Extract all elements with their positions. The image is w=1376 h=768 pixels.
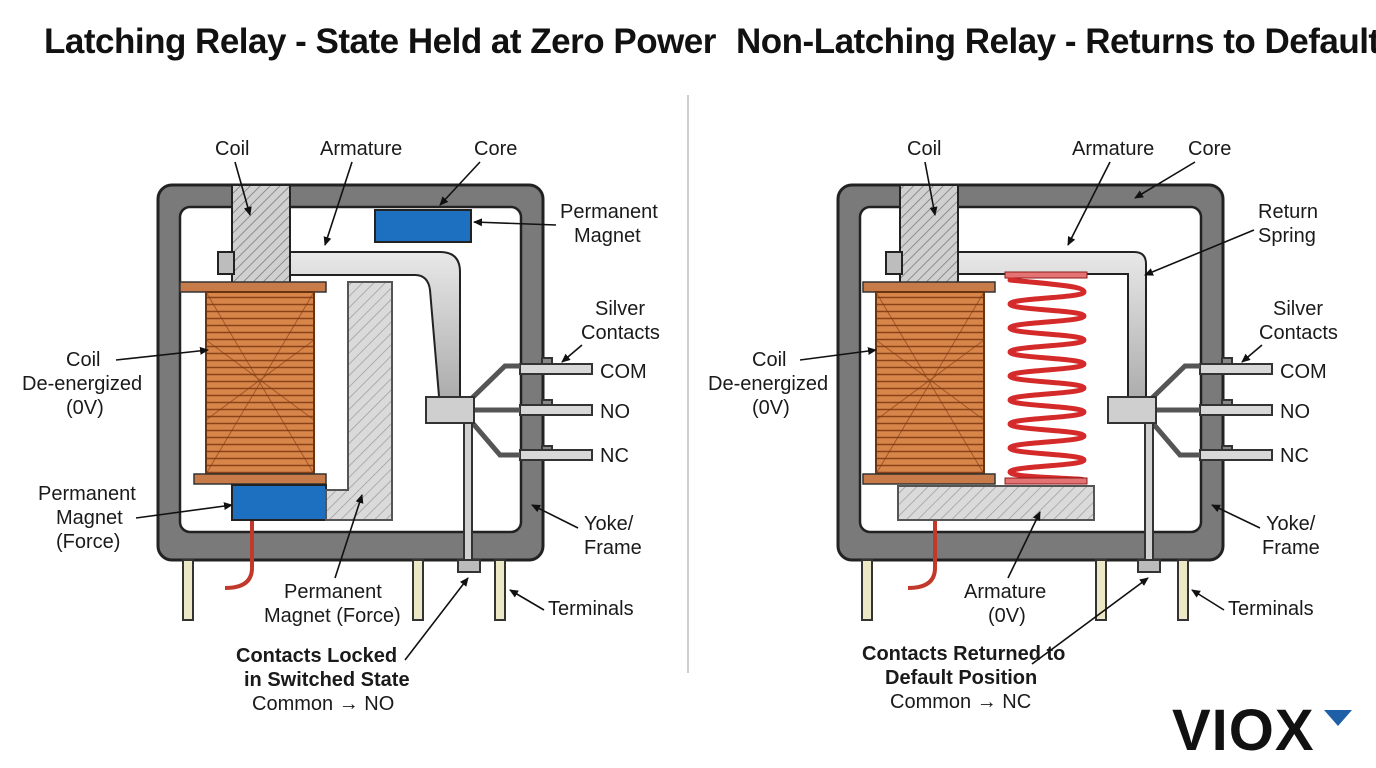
- right-label-return-1: Return: [1258, 201, 1318, 223]
- viox-logo: VIOX: [1172, 698, 1358, 763]
- left-status-1: Contacts Locked: [236, 645, 397, 667]
- left-core: [231, 184, 291, 286]
- right-diagram-title: Non-Latching Relay - Returns to Default: [736, 22, 1376, 61]
- left-diagram-title: Latching Relay - State Held at Zero Powe…: [44, 22, 716, 61]
- left-terminals: [182, 559, 506, 621]
- left-label-yoke-1: Yoke/: [584, 513, 634, 535]
- right-silver-contacts: [1107, 357, 1273, 561]
- left-core-tab: [217, 251, 235, 275]
- right-bottom-armature: [897, 485, 1095, 521]
- right-label-nc: NC: [1280, 445, 1309, 467]
- right-label-silver-1: Silver: [1273, 298, 1323, 320]
- viox-logo-text: VIOX: [1172, 702, 1315, 758]
- left-label-pm-force-b2: Magnet (Force): [264, 605, 401, 627]
- left-label-pm-2: Magnet: [574, 225, 641, 247]
- right-label-com: COM: [1280, 361, 1327, 383]
- right-label-coil-state-1: Coil: [752, 349, 786, 371]
- right-label-coil: Coil: [907, 138, 941, 160]
- right-label-core: Core: [1188, 138, 1231, 160]
- left-label-pm-force-1: Permanent: [38, 483, 136, 505]
- right-status-2: Default Position: [885, 667, 1037, 689]
- left-coil: [179, 281, 327, 485]
- left-silver-contacts: [425, 357, 593, 561]
- right-label-yoke-2: Frame: [1262, 537, 1320, 559]
- right-label-yoke-1: Yoke/: [1266, 513, 1316, 535]
- right-status-1: Contacts Returned to: [862, 643, 1065, 665]
- right-label-armature-b1: Armature: [964, 581, 1046, 603]
- left-label-silver-2: Contacts: [581, 322, 660, 344]
- left-permanent-magnet-bottom: [231, 484, 327, 521]
- right-core: [899, 184, 959, 286]
- left-label-com: COM: [600, 361, 647, 383]
- right-armature: [957, 251, 1147, 411]
- left-status-3: Common → NO: [252, 693, 394, 715]
- left-label-core: Core: [474, 138, 517, 160]
- right-terminals: [861, 559, 1189, 621]
- left-label-nc: NC: [600, 445, 629, 467]
- left-label-yoke-2: Frame: [584, 537, 642, 559]
- left-label-coil-state-3: (0V): [66, 397, 104, 419]
- left-label-coil-state-2: De-energized: [22, 373, 142, 395]
- left-status-2: in Switched State: [244, 669, 410, 691]
- non-latching-relay: Coil Armature Core Return Spring Silver …: [708, 138, 1338, 713]
- left-pole-piece: [325, 281, 393, 521]
- right-status-3: Common → NC: [890, 691, 1031, 713]
- right-coil-lead-wire: [907, 520, 937, 590]
- right-label-armature-b2: (0V): [988, 605, 1026, 627]
- left-label-coil: Coil: [215, 138, 249, 160]
- right-core-tab: [885, 251, 903, 275]
- right-label-return-2: Spring: [1258, 225, 1316, 247]
- left-label-pm-force-2: Magnet: [56, 507, 123, 529]
- right-label-terminals: Terminals: [1228, 598, 1314, 620]
- right-label-no: NO: [1280, 401, 1310, 423]
- right-label-armature: Armature: [1072, 138, 1154, 160]
- left-coil-lead-wire: [224, 520, 254, 590]
- panel-divider: [687, 95, 689, 673]
- left-label-silver-1: Silver: [595, 298, 645, 320]
- right-coil: [862, 281, 996, 485]
- left-label-pm-1: Permanent: [560, 201, 658, 223]
- right-label-silver-2: Contacts: [1259, 322, 1338, 344]
- latching-relay: Coil Armature Core Permanent Magnet Silv…: [22, 138, 660, 715]
- right-labels: Coil Armature Core Return Spring Silver …: [708, 138, 1338, 713]
- left-label-no: NO: [600, 401, 630, 423]
- left-label-pm-force-b1: Permanent: [284, 581, 382, 603]
- left-label-armature: Armature: [320, 138, 402, 160]
- left-label-coil-state-1: Coil: [66, 349, 100, 371]
- right-label-coil-state-3: (0V): [752, 397, 790, 419]
- left-permanent-magnet-top: [374, 209, 472, 243]
- right-return-spring: [1004, 271, 1088, 485]
- viox-logo-mark: VIOX: [1172, 698, 1352, 763]
- left-labels: Coil Armature Core Permanent Magnet Silv…: [22, 138, 660, 715]
- left-label-pm-force-3: (Force): [56, 531, 120, 553]
- left-label-terminals: Terminals: [548, 598, 634, 620]
- right-label-coil-state-2: De-energized: [708, 373, 828, 395]
